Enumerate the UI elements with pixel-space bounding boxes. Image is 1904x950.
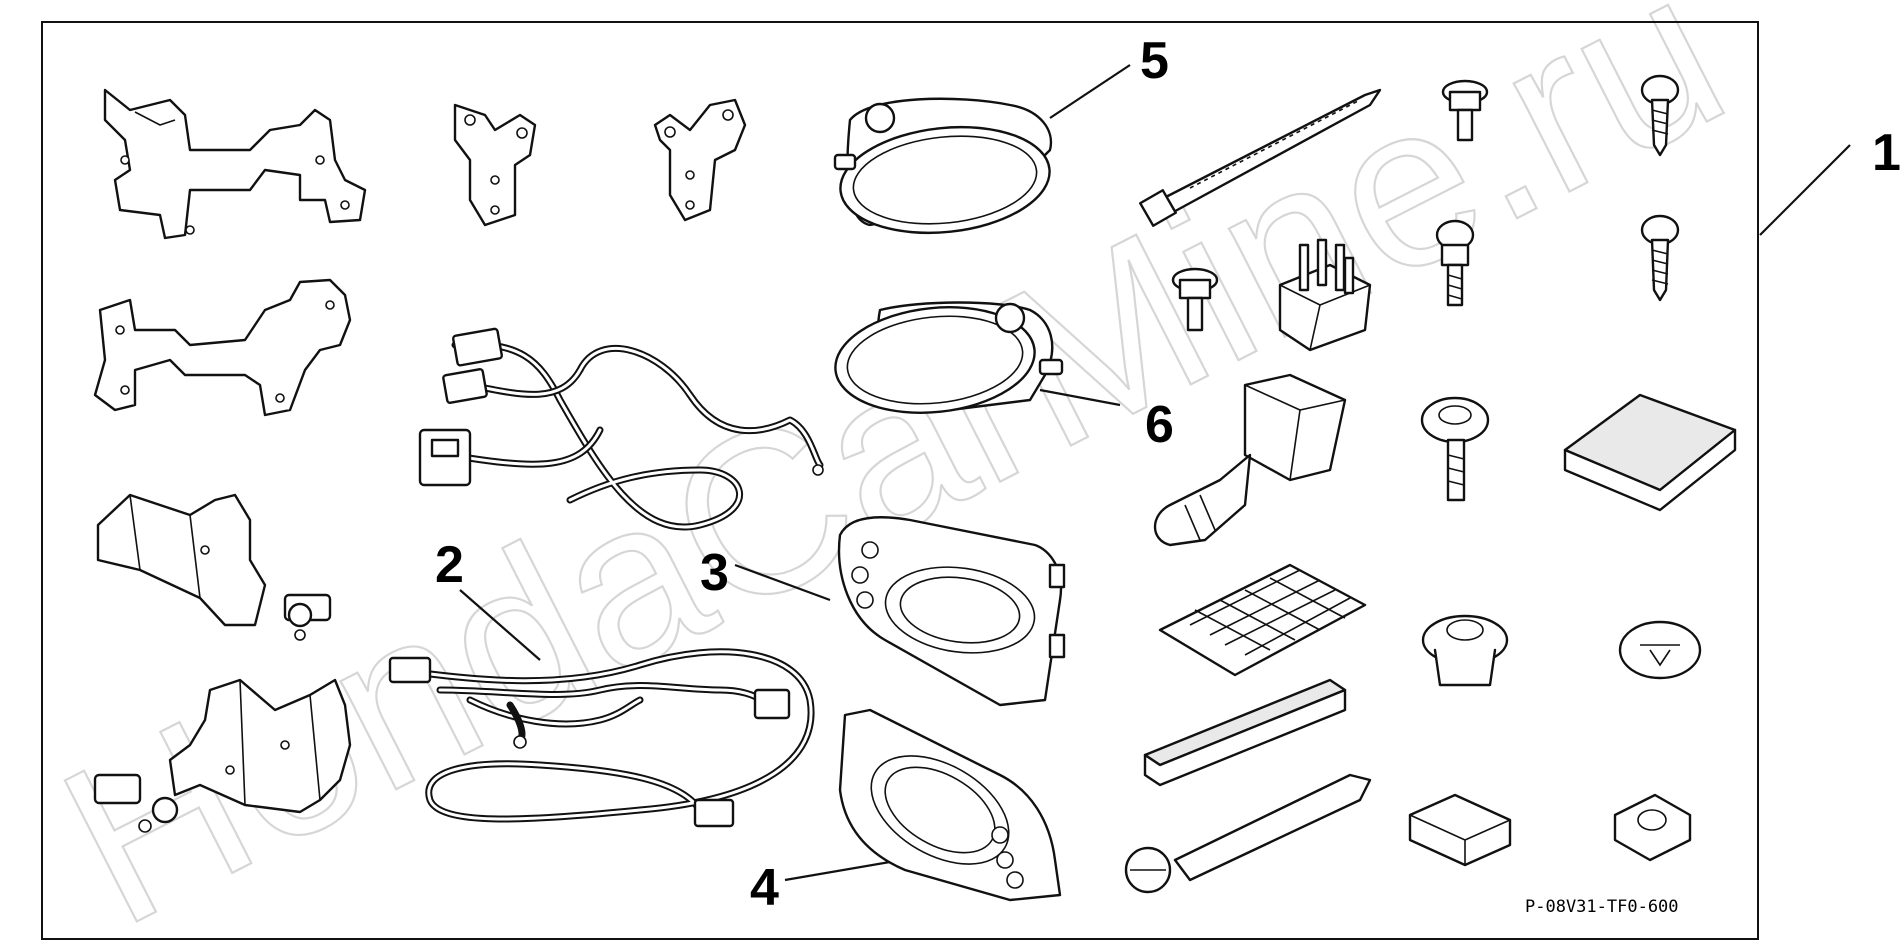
cable-tie [1139,88,1382,227]
callout-5: 5 [1140,32,1169,90]
leader-5 [1049,64,1131,119]
fog-light-upper [833,97,1053,235]
fog-light-lower [834,301,1064,414]
bolt-flange-3 [1435,219,1475,307]
relay [1278,238,1372,352]
callout-4: 4 [750,859,779,917]
foam-strip [1143,678,1347,787]
bolt-flange-2 [1171,267,1219,332]
screw-tapping-1 [1640,74,1680,157]
bracket-small-left [453,103,537,227]
bracket-left-lower-2 [93,678,352,833]
bolt-flange-1 [1441,79,1489,142]
kit-frame [41,21,1759,940]
bezel-lower [838,708,1062,902]
harness-lower [388,648,815,828]
leader-2 [459,589,541,661]
leader-3 [734,563,831,602]
callout-2: 2 [435,536,464,594]
bracket-left-upper [103,88,367,240]
bezel-upper [837,516,1066,707]
callout-1: 1 [1872,124,1901,182]
callout-6: 6 [1145,396,1174,454]
harness-upper [418,327,824,531]
connector-clip [1408,793,1512,867]
bracket-small-right [653,98,747,222]
spring-nut [1613,793,1692,862]
leader-1 [1759,144,1851,236]
bracket-left-middle [93,278,352,417]
part-code: P-08V31-TF0-600 [1525,897,1679,917]
leader-6 [1039,388,1121,407]
wire-clamp-tie [1124,773,1372,894]
leader-4 [784,860,891,882]
fog-light-switch [1153,373,1347,547]
adhesive-grid-sheet [1158,563,1367,677]
screw-tapping-2 [1640,214,1680,302]
callout-3: 3 [700,544,729,602]
clip-bolt [1420,396,1490,502]
foam-pad [1563,393,1737,512]
grommet-clip [1421,614,1509,687]
bracket-left-lower-1 [96,493,332,641]
push-rivet [1618,620,1702,680]
